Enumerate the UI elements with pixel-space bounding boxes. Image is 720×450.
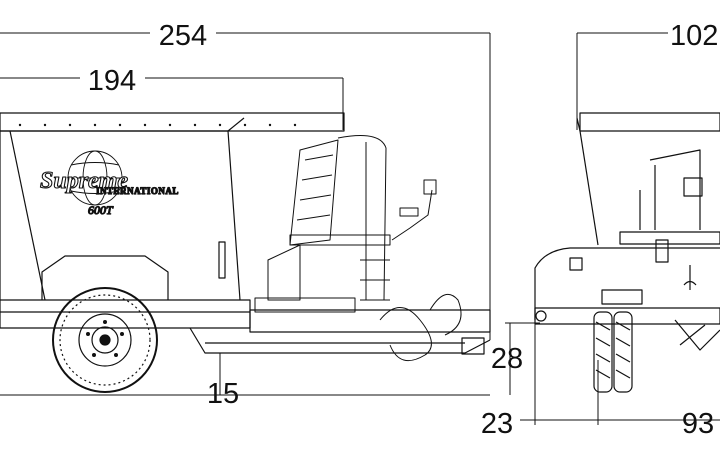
control-lever [391, 189, 433, 241]
rear-tub-side [576, 117, 599, 246]
tub-side-seam [9, 130, 46, 301]
rear-axle-beam [534, 307, 720, 325]
dimension-lines [0, 32, 720, 425]
tub-rim-corner [227, 117, 245, 132]
overall-width-label: 102 [670, 20, 718, 52]
fender-arch [41, 255, 169, 300]
rear-step [601, 289, 643, 305]
ground-clearance-label: 15 [207, 378, 239, 410]
side-wheel [52, 287, 158, 393]
brand-logo: Supreme [40, 168, 128, 194]
rear-fender [534, 247, 720, 320]
rear-frame-rail [249, 309, 491, 333]
logo-globe [67, 150, 123, 206]
gearbox-housing [267, 244, 301, 301]
step-bar [254, 297, 356, 313]
rear-valve-block [683, 177, 703, 197]
loading-chute [289, 139, 339, 246]
hitch-jack [461, 337, 485, 355]
overall-length-label: 254 [159, 20, 207, 52]
track-width-label: 93 [682, 408, 714, 440]
brand-subtitle: INTERNATIONAL [96, 186, 179, 196]
rear-drawbar [674, 319, 720, 351]
dimension-labels: 254 194 15 28 23 93 102 [88, 20, 719, 440]
rim-rivets [18, 123, 297, 127]
hydraulic-hose-loop [429, 293, 462, 336]
wheel-offset-label: 23 [481, 408, 513, 440]
tub-top-rim [0, 112, 345, 132]
rear-bracket [569, 257, 583, 271]
hydraulic-hose [379, 307, 432, 362]
rear-platform [619, 231, 720, 245]
operator-platform [254, 135, 462, 362]
rear-view [534, 112, 720, 393]
tub-body [0, 130, 241, 301]
rear-hitch-pin [535, 310, 547, 322]
control-bracket [399, 207, 419, 217]
guard-rail [337, 135, 387, 301]
rear-tires [593, 311, 633, 393]
brand-model: 600T [88, 203, 114, 217]
platform-deck [289, 234, 391, 246]
drawbar [189, 327, 491, 354]
tub-door-handle [218, 241, 226, 279]
rear-tub-rim [579, 112, 720, 132]
rear-tire-outer [613, 311, 633, 393]
side-view: Supreme INTERNATIONAL 600T [0, 112, 491, 393]
body-length-label: 194 [88, 65, 136, 97]
rear-tire-inner [593, 311, 613, 393]
control-knob [423, 179, 437, 195]
hitch-height-label: 28 [491, 343, 523, 375]
rear-light [655, 239, 669, 263]
rear-jack [683, 265, 697, 290]
rear-ladder [639, 149, 701, 230]
